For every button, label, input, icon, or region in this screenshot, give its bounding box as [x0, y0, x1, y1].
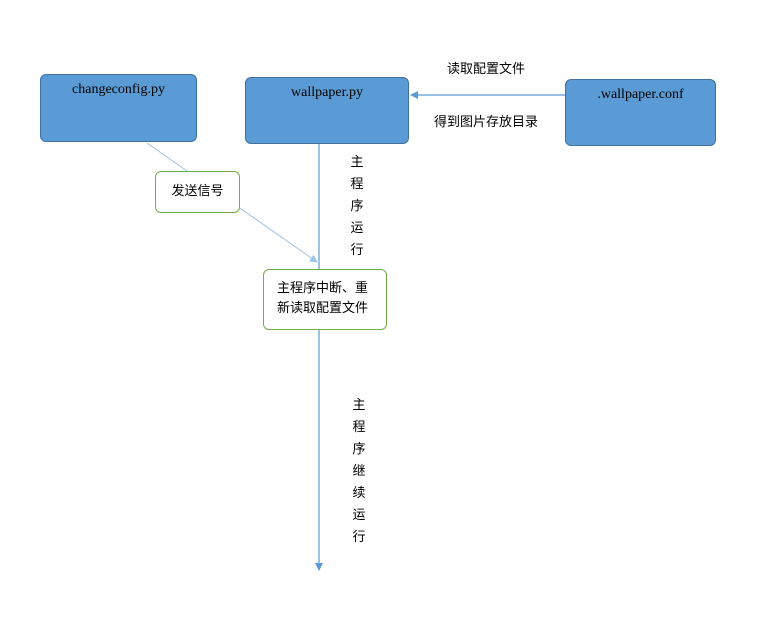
wallpaper-py-node: wallpaper.py	[245, 77, 409, 144]
read-config-label: 读取配置文件	[447, 62, 526, 77]
wallpaper-py-label: wallpaper.py	[291, 85, 363, 100]
wallpaper-conf-label: .wallpaper.conf	[597, 87, 684, 102]
interrupt-reload-note: 主程序中断、重新读取配置文件	[263, 269, 387, 330]
main-running-label: 主程序运行	[350, 155, 364, 258]
changeconfig-node: changeconfig.py	[40, 74, 197, 142]
changeconfig-label: changeconfig.py	[72, 82, 165, 97]
get-image-dir-label: 得到图片存放目录	[434, 115, 539, 130]
send-signal-note: 发送信号	[155, 171, 240, 213]
wallpaper-conf-node: .wallpaper.conf	[565, 79, 716, 146]
main-continue-label: 主程序继续运行	[352, 398, 366, 545]
